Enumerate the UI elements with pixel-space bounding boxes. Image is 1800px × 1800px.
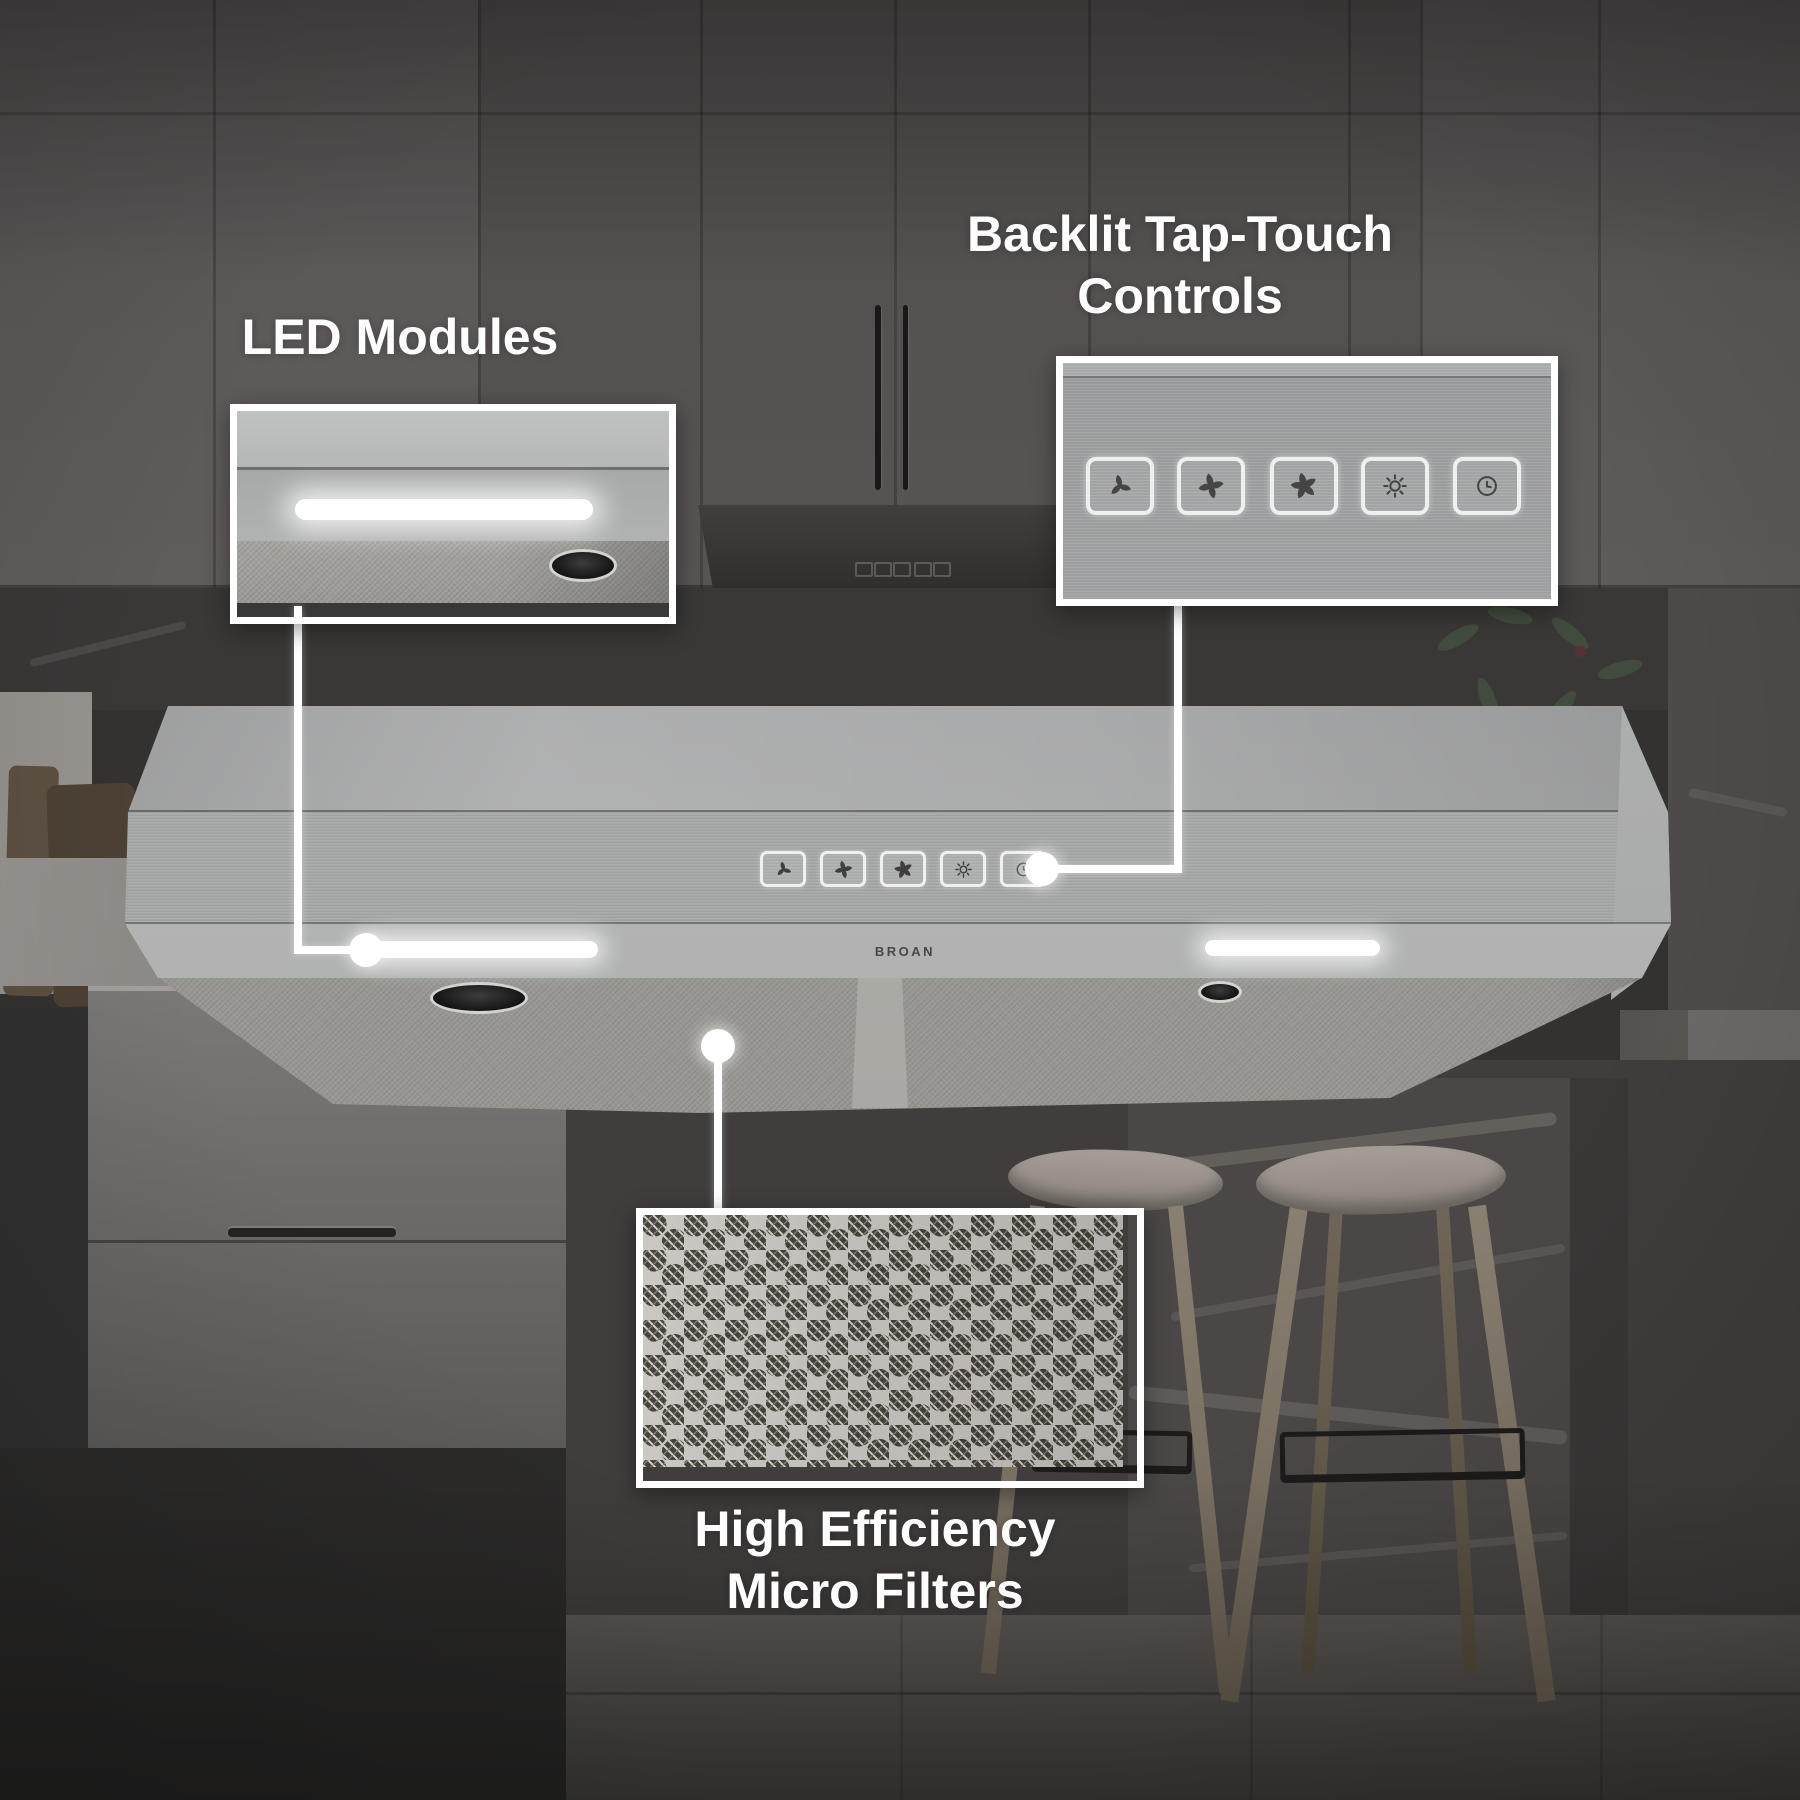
controls-inset-seam xyxy=(1063,376,1551,378)
cabinet-seam xyxy=(1088,0,1091,588)
tap-touch-controls-label: Backlit Tap-Touch Controls xyxy=(880,203,1480,327)
cabinet-seam xyxy=(478,0,481,588)
cabinet-seam xyxy=(0,112,1800,115)
fan-speed-medium-button xyxy=(820,851,866,887)
fan-speed-low-icon xyxy=(1111,474,1131,494)
fan-speed-low-button xyxy=(760,851,806,887)
fan-speed-low-icon xyxy=(777,861,791,875)
marble-island-corner xyxy=(1570,1078,1628,1638)
led-callout-dot xyxy=(349,933,383,967)
floor-seam xyxy=(566,1692,1800,1695)
right-wall xyxy=(1668,588,1800,1012)
cabinet-handle xyxy=(903,305,908,490)
micro-filters-line2: Micro Filters xyxy=(726,1563,1024,1619)
background-hood-button xyxy=(893,562,911,577)
controls-callout-dot xyxy=(1025,852,1059,886)
led-inset-hood-edge xyxy=(237,411,669,467)
cabinet-seam xyxy=(1348,0,1351,588)
fan-speed-medium-icon xyxy=(834,860,852,878)
controls-callout-line xyxy=(1174,579,1182,871)
led-modules-label-text: LED Modules xyxy=(241,309,559,365)
cabinet-seam xyxy=(894,0,897,588)
filters-callout-line xyxy=(714,1042,722,1214)
cabinet-handle xyxy=(875,305,881,490)
cabinet-seam xyxy=(1420,0,1423,588)
floor-seam xyxy=(900,1615,903,1800)
drawer-seam xyxy=(88,1240,566,1243)
inset-fan-speed-high-button xyxy=(1270,457,1338,515)
fan-speed-high-icon xyxy=(1290,472,1316,499)
fan-speed-medium-icon xyxy=(1198,473,1224,499)
inset-fan-speed-medium-button xyxy=(1177,457,1245,515)
puck-light-left xyxy=(430,982,528,1014)
light-button xyxy=(940,851,986,887)
inset-light-button xyxy=(1361,457,1429,515)
floor-seam xyxy=(1600,1615,1603,1800)
filter-mesh-pattern xyxy=(643,1215,1123,1467)
micro-filters-label: High Efficiency Micro Filters xyxy=(575,1498,1175,1622)
light-icon xyxy=(954,860,972,878)
led-strip-left xyxy=(375,941,598,958)
fan-speed-high-icon xyxy=(893,859,912,878)
controls-callout-line xyxy=(1040,865,1182,873)
inset-micro-filters xyxy=(636,1208,1144,1488)
island-side-shadow xyxy=(0,1008,88,1448)
tap-touch-controls-line1: Backlit Tap-Touch xyxy=(967,206,1393,262)
cabinet-seam xyxy=(700,0,703,588)
background-hood-button xyxy=(874,562,892,577)
inset-led-modules xyxy=(230,404,676,624)
cabinet-seam xyxy=(213,0,216,588)
light-icon xyxy=(1383,474,1407,498)
bar-stool-footrest xyxy=(1279,1427,1526,1484)
island-drawer-handle xyxy=(228,1228,396,1237)
inset-touch-controls xyxy=(1056,356,1558,606)
background-range-hood xyxy=(698,505,1095,594)
floor-shadow-left xyxy=(0,1448,566,1800)
filter-texture xyxy=(643,1215,1137,1481)
fan-speed-high-button xyxy=(880,851,926,887)
led-inset-puck-light xyxy=(549,549,617,582)
puck-light-right xyxy=(1198,981,1242,1003)
inset-timer-button xyxy=(1453,457,1521,515)
led-callout-line xyxy=(294,606,302,952)
background-hood-button xyxy=(914,562,932,577)
led-modules-label: LED Modules xyxy=(145,306,655,368)
hood-brand-logo: BROAN xyxy=(874,944,936,959)
led-strip-right xyxy=(1205,940,1380,956)
floor xyxy=(566,1615,1800,1800)
inset-fan-speed-low-button xyxy=(1086,457,1154,515)
filters-callout-dot xyxy=(701,1029,735,1063)
floor-seam xyxy=(1250,1615,1253,1800)
tap-touch-controls-line2: Controls xyxy=(1077,268,1283,324)
led-inset-seam xyxy=(237,467,669,470)
led-callout-line xyxy=(294,946,372,954)
timer-icon xyxy=(1477,476,1497,496)
background-hood-button xyxy=(933,562,951,577)
micro-filters-line1: High Efficiency xyxy=(694,1501,1056,1557)
led-module-bar xyxy=(295,499,593,520)
cabinet-seam xyxy=(1598,0,1601,588)
background-hood-button xyxy=(855,562,873,577)
